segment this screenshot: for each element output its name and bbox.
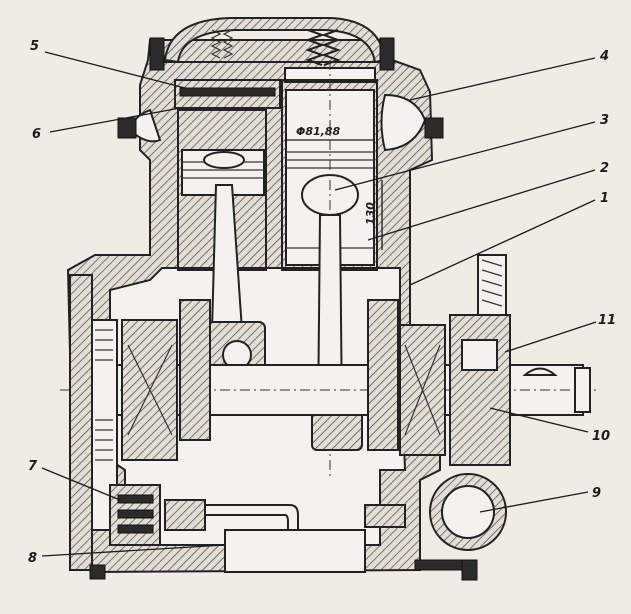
stroke-dimension: 130 (364, 180, 383, 250)
head-studs (89, 37, 478, 581)
oil-seal-housing (449, 254, 511, 466)
callout-leaders (41, 51, 597, 557)
callout-4: 4 (599, 49, 609, 64)
stroke-dimension-label: 130 (364, 202, 377, 225)
callout-7: 7 (28, 459, 38, 474)
callout-10: 10 (592, 429, 610, 444)
oil-strainer (364, 473, 507, 571)
callout-9: 9 (592, 486, 601, 501)
callout-2: 2 (600, 161, 609, 176)
callout-11: 11 (598, 313, 616, 328)
callout-8: 8 (28, 551, 37, 566)
callout-labels: 5 6 4 3 2 1 11 10 9 7 8 (28, 39, 616, 566)
left-gear-drive (69, 274, 161, 571)
main-bearings (121, 319, 446, 461)
callout-1: 1 (600, 191, 609, 206)
callout-6: 6 (32, 127, 41, 142)
callout-5: 5 (30, 39, 39, 54)
callout-3: 3 (600, 113, 609, 128)
bore-dimension-label: Φ81,88 (296, 125, 340, 138)
bore-dimension: Φ81,88 (286, 125, 374, 141)
oil-pump-pipe (164, 499, 366, 573)
valve-springs (210, 29, 341, 66)
cooling-jacket (130, 93, 427, 152)
